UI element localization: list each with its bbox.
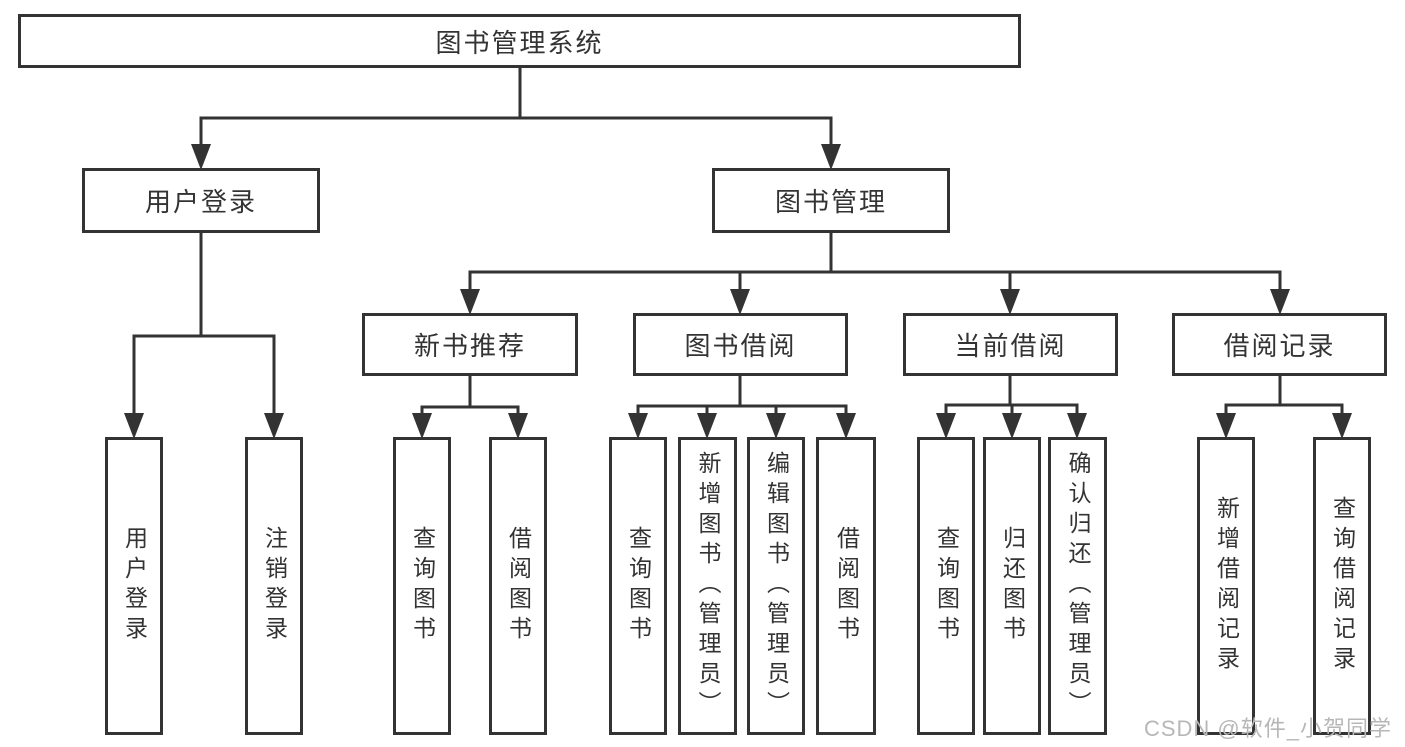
node-root: 图书管理系统	[18, 14, 1021, 68]
leaf-records-add-record: 新增借阅记录	[1197, 437, 1255, 735]
leaf-logout-label: 注销登录	[261, 526, 288, 646]
leaf-user-login: 用户登录	[105, 437, 163, 735]
node-user-login-label: 用户登录	[144, 187, 257, 217]
leaf-current-confirm-return-admin-label: 确认归还（管理员）	[1065, 451, 1091, 721]
node-book-management: 图书管理	[712, 168, 950, 233]
csdn-watermark: CSDN @软件_小贺同学	[1143, 716, 1392, 741]
arrowhead-group	[124, 144, 1352, 439]
node-current-borrowing-label: 当前借阅	[954, 331, 1067, 361]
node-new-book-recommend: 新书推荐	[362, 313, 578, 376]
leaf-current-query-books-label: 查询图书	[933, 526, 960, 646]
node-book-management-label: 图书管理	[774, 187, 887, 217]
leaf-records-query-record-label: 查询借阅记录	[1329, 496, 1356, 676]
leaf-recommend-query-books: 查询图书	[393, 437, 451, 735]
leaf-user-login-label: 用户登录	[121, 526, 148, 646]
leaf-borrow-query-books: 查询图书	[609, 437, 667, 735]
leaf-borrow-query-books-label: 查询图书	[625, 526, 652, 646]
node-root-label: 图书管理系统	[435, 27, 604, 58]
leaf-borrow-edit-books-admin-label: 编辑图书（管理员）	[763, 451, 790, 721]
leaf-current-confirm-return-admin: 确认归还（管理员）	[1048, 437, 1107, 735]
leaf-borrow-borrow-books-label: 借阅图书	[833, 526, 860, 646]
leaf-current-query-books: 查询图书	[917, 437, 975, 735]
node-current-borrowing: 当前借阅	[903, 313, 1118, 376]
leaf-recommend-borrow-books: 借阅图书	[489, 437, 547, 735]
leaf-current-return-books: 归还图书	[983, 437, 1041, 735]
leaf-borrow-add-books-admin: 新增图书（管理员）	[678, 437, 737, 735]
leaf-records-query-record: 查询借阅记录	[1313, 437, 1371, 735]
leaf-current-return-books-label: 归还图书	[999, 526, 1026, 646]
leaf-borrow-add-books-admin-label: 新增图书（管理员）	[695, 451, 721, 721]
node-borrowing-records-label: 借阅记录	[1223, 331, 1336, 361]
leaf-records-add-record-label: 新增借阅记录	[1213, 496, 1240, 676]
leaf-recommend-borrow-books-label: 借阅图书	[505, 526, 532, 646]
node-new-book-recommend-label: 新书推荐	[413, 331, 526, 361]
node-book-borrowing-label: 图书借阅	[684, 331, 797, 361]
leaf-borrow-edit-books-admin: 编辑图书（管理员）	[747, 437, 805, 735]
leaf-recommend-query-books-label: 查询图书	[409, 526, 436, 646]
leaf-logout: 注销登录	[245, 437, 303, 735]
node-book-borrowing: 图书借阅	[633, 313, 848, 376]
leaf-borrow-borrow-books: 借阅图书	[816, 437, 876, 735]
node-borrowing-records: 借阅记录	[1172, 313, 1387, 376]
node-user-login: 用户登录	[82, 168, 320, 233]
